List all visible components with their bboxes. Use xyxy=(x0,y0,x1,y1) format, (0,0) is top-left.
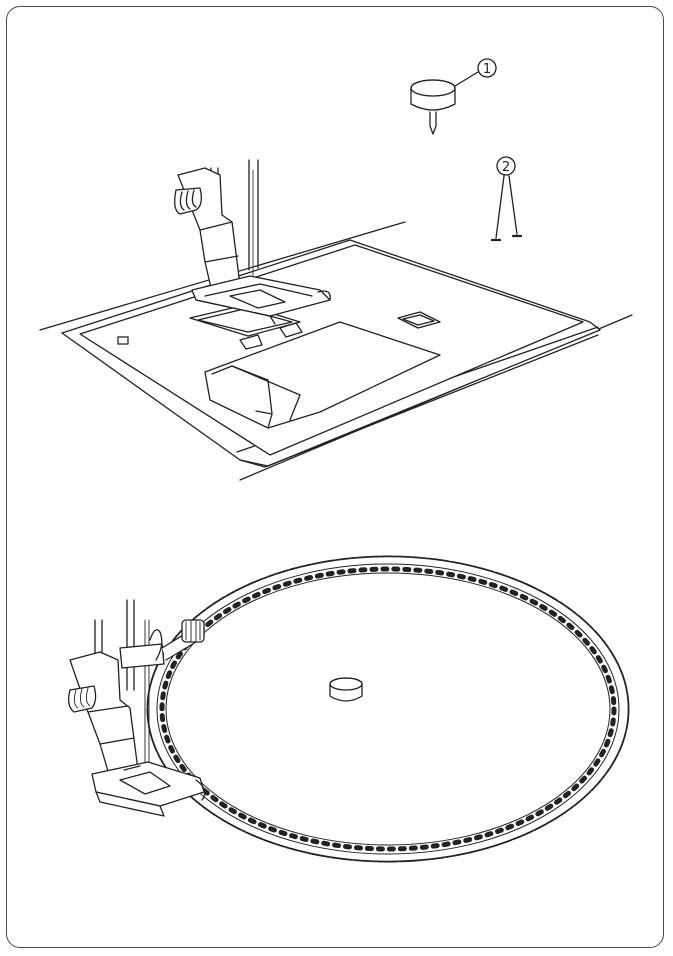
presser-foot-bottom xyxy=(68,599,206,817)
pin-icon xyxy=(490,234,523,242)
spool-pin-icon xyxy=(410,79,456,135)
spool-pin-center xyxy=(329,677,363,702)
callout-circle-1 xyxy=(477,58,497,78)
callout-2: 2 xyxy=(490,156,523,242)
presser-foot-icon xyxy=(174,159,331,325)
page-frame xyxy=(6,6,664,948)
callout-circle-2 xyxy=(496,156,516,176)
circular-scallop-stitch-icon xyxy=(146,555,630,863)
callout-number-2: 2 xyxy=(502,160,510,175)
callout-number-1: 1 xyxy=(483,62,491,77)
callout-1: 1 xyxy=(410,58,497,135)
needle-plate-icon xyxy=(79,244,584,456)
